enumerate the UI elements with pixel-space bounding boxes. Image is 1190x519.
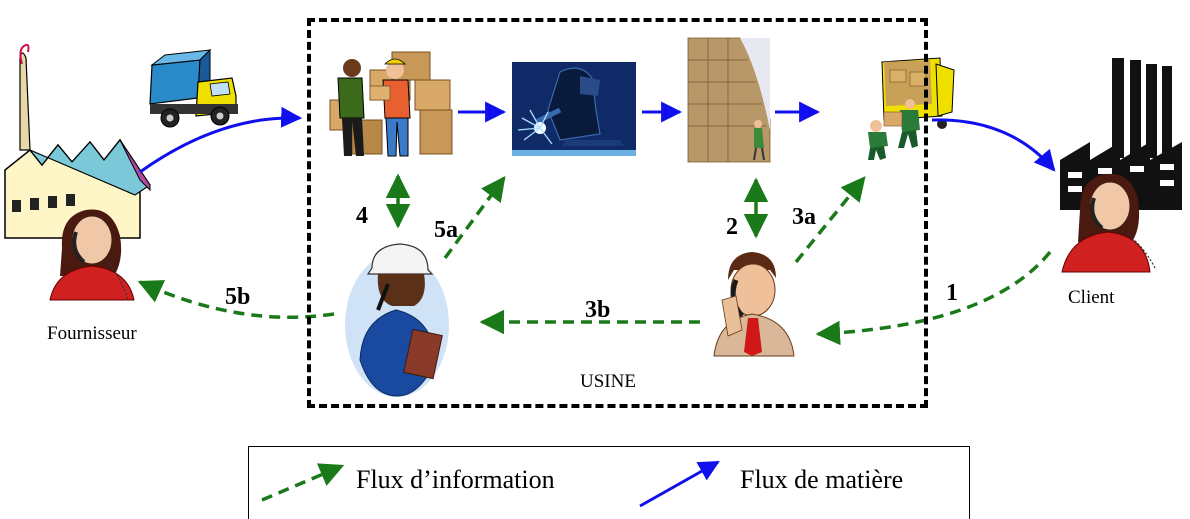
legend-box: [248, 446, 970, 519]
client-woman-phone-icon: [1061, 173, 1157, 273]
material-flow-shipping-to-client: [931, 118, 1056, 172]
step-label-5a: 5a: [434, 217, 458, 243]
workers-boxes-icon: [329, 51, 453, 157]
client-label: Client: [1068, 287, 1115, 308]
supplier-label: Fournisseur: [47, 323, 137, 344]
engineer-woman-icon: [345, 243, 449, 397]
warehouse-icon: [687, 37, 771, 163]
businessman-phone-icon: [713, 252, 795, 357]
step-label-3b: 3b: [585, 297, 611, 323]
usine-boundary: [307, 18, 928, 408]
welder-icon: [512, 62, 636, 156]
info-flow-1: [815, 250, 1052, 346]
step-label-2: 2: [726, 214, 738, 240]
step-label-3a: 3a: [792, 204, 816, 230]
step-label-5b: 5b: [225, 284, 251, 310]
step-label-4: 4: [356, 203, 368, 229]
legend-information-symbol: [261, 463, 345, 502]
info-flow-5a: [443, 176, 506, 260]
material-flow-supplier-to-usine: [139, 106, 303, 174]
step-label-1: 1: [946, 280, 958, 306]
usine-label: USINE: [580, 371, 636, 392]
legend-material-label: Flux de matière: [740, 465, 904, 494]
loading-truck-icon: [868, 57, 955, 160]
supplier-factory-icon: [4, 43, 151, 239]
legend-information-label: Flux d’information: [356, 465, 555, 494]
material-flow-arrows: [139, 101, 1056, 174]
truck-icon: [149, 48, 238, 128]
legend-material-symbol: [639, 460, 720, 508]
woman-phone-icon: [49, 209, 135, 301]
info-flow-3a: [794, 176, 866, 264]
